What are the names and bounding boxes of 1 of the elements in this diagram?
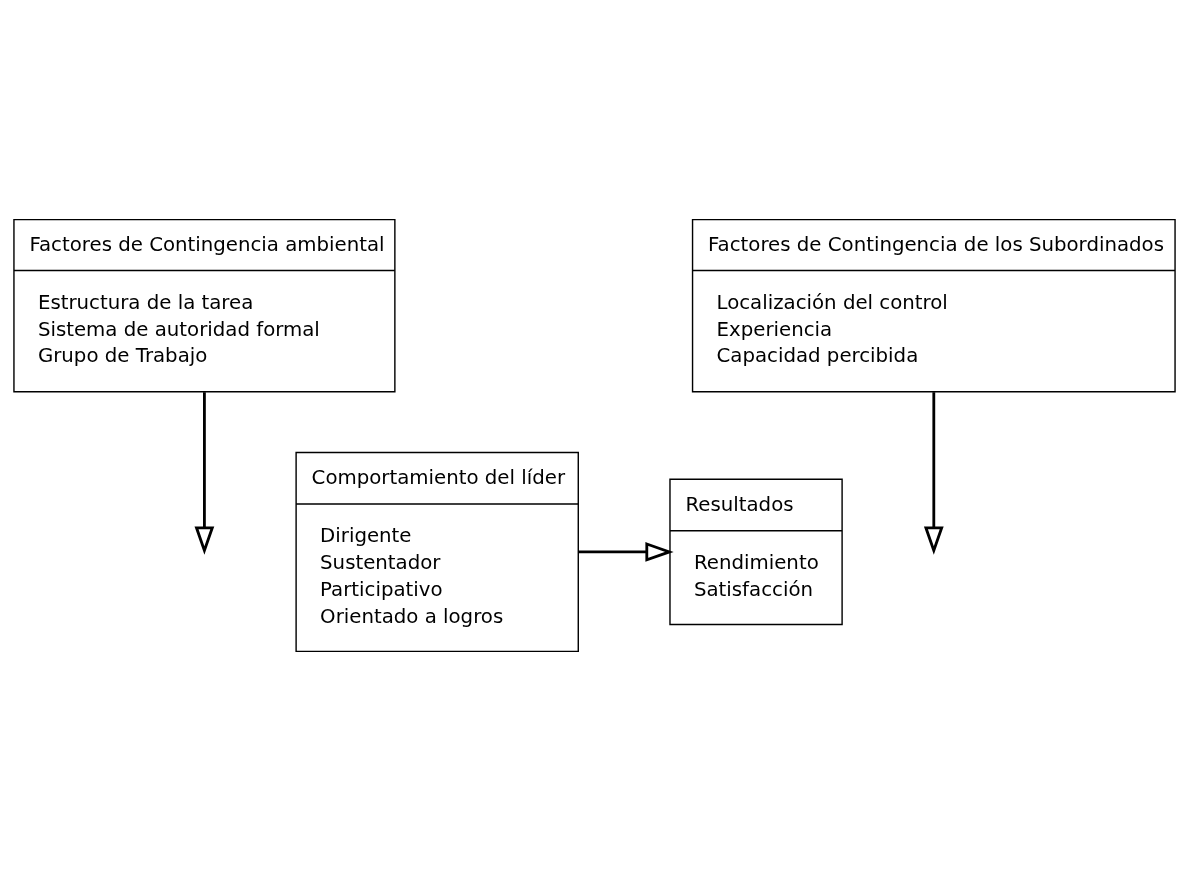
arrow	[578, 542, 674, 562]
